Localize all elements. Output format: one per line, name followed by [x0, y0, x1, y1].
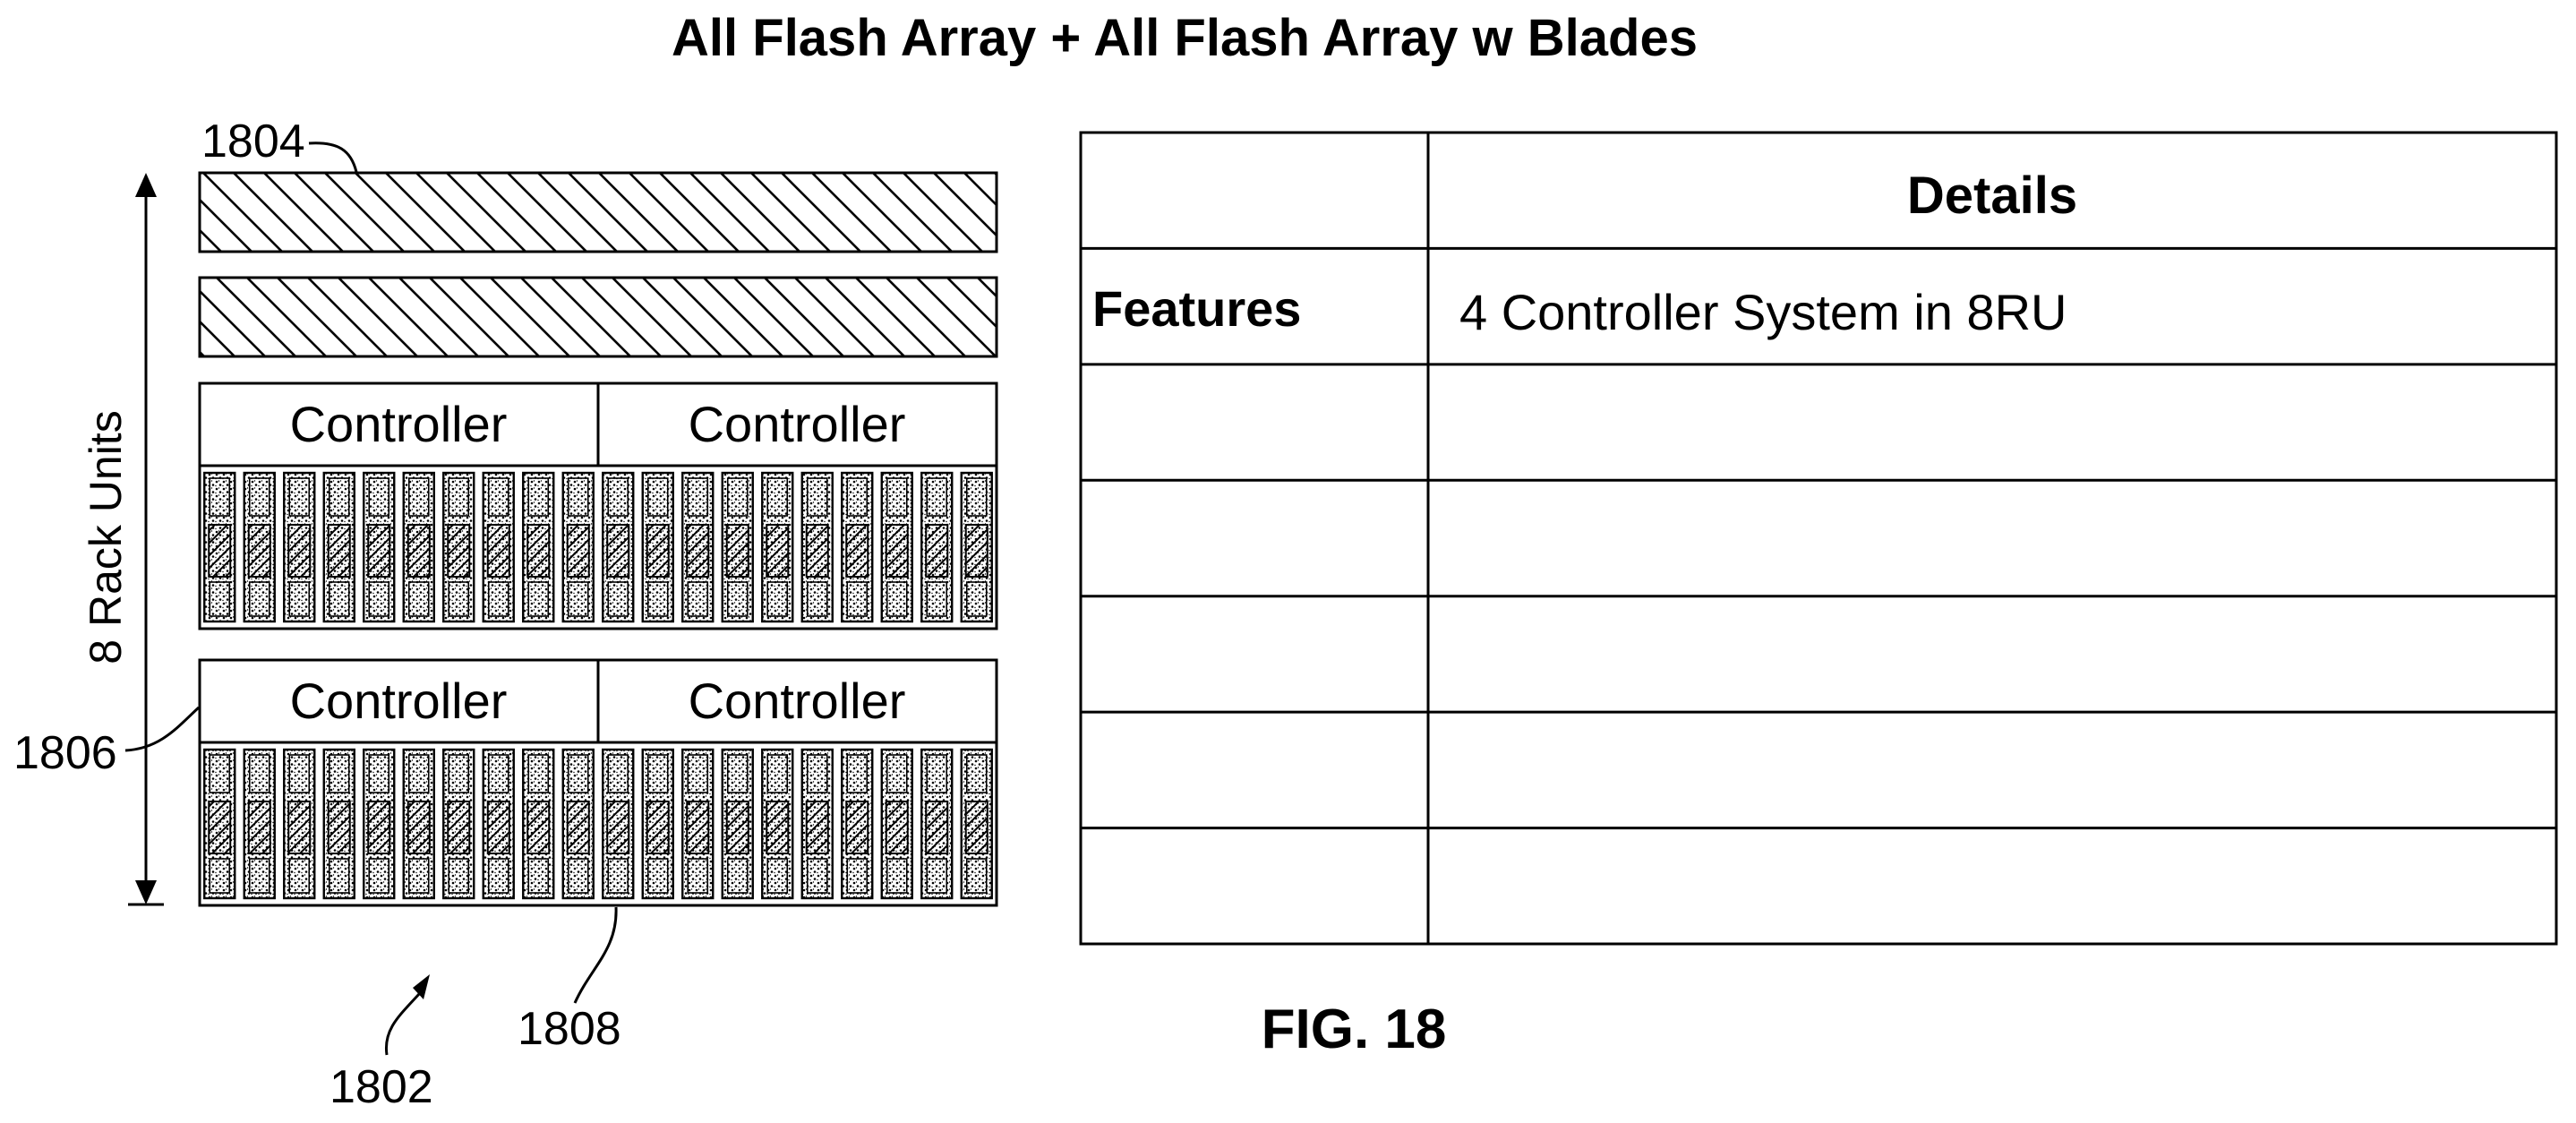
blade [563, 750, 594, 898]
blade [921, 473, 952, 622]
blade [682, 750, 713, 898]
blade [404, 750, 434, 898]
blade [244, 473, 275, 622]
arrow-1802 [386, 974, 430, 1055]
ref-1804: 1804 [201, 116, 305, 167]
blade [842, 473, 872, 622]
figure-label: FIG. 18 [1262, 999, 1447, 1060]
blade [921, 750, 952, 898]
blade [563, 473, 594, 622]
blade [204, 750, 235, 898]
height-dimension-arrow [128, 173, 164, 904]
row-label-features: Features [1092, 280, 1301, 337]
leader-line-1808 [575, 907, 616, 1003]
blade [603, 473, 633, 622]
blade [284, 750, 314, 898]
blade [682, 473, 713, 622]
blade [443, 750, 474, 898]
blade [962, 750, 992, 898]
chassis-1: Controller Controller [200, 383, 997, 629]
blade [204, 473, 235, 622]
blade [484, 473, 514, 622]
controller-label: Controller [290, 673, 508, 729]
blade [404, 473, 434, 622]
blade [603, 750, 633, 898]
blade [643, 473, 673, 622]
blade [723, 750, 753, 898]
blade [802, 750, 833, 898]
leader-line-1804 [309, 143, 356, 172]
blade [523, 750, 553, 898]
blade [324, 750, 355, 898]
controller-label: Controller [689, 673, 906, 729]
blade [762, 473, 792, 622]
ref-1806: 1806 [13, 727, 117, 779]
blade [324, 473, 355, 622]
ref-1808: 1808 [518, 1003, 621, 1055]
figure-title: All Flash Array + All Flash Array w Blad… [672, 9, 1698, 67]
table-header-details: Details [1907, 167, 2077, 225]
blade [842, 750, 872, 898]
blade [882, 473, 912, 622]
hatched-shelf-1 [200, 173, 997, 252]
controller-label: Controller [689, 396, 906, 452]
blade [882, 750, 912, 898]
blade [962, 473, 992, 622]
blade [802, 473, 833, 622]
blade [443, 473, 474, 622]
details-table: Details Features 4 Controller System in … [1081, 133, 2556, 944]
blade [643, 750, 673, 898]
blade [364, 473, 394, 622]
row-value-features: 4 Controller System in 8RU [1459, 284, 2067, 340]
leader-line-1806 [125, 707, 199, 750]
chassis-2: Controller Controller [200, 660, 997, 905]
blade [762, 750, 792, 898]
controller-label: Controller [290, 396, 508, 452]
blade [484, 750, 514, 898]
hatched-shelf-2 [200, 278, 997, 356]
blade [523, 473, 553, 622]
blade [723, 473, 753, 622]
height-label: 8 Rack Units [81, 410, 131, 664]
blade [284, 473, 314, 622]
blade [244, 750, 275, 898]
blade [364, 750, 394, 898]
ref-1802: 1802 [329, 1061, 433, 1113]
